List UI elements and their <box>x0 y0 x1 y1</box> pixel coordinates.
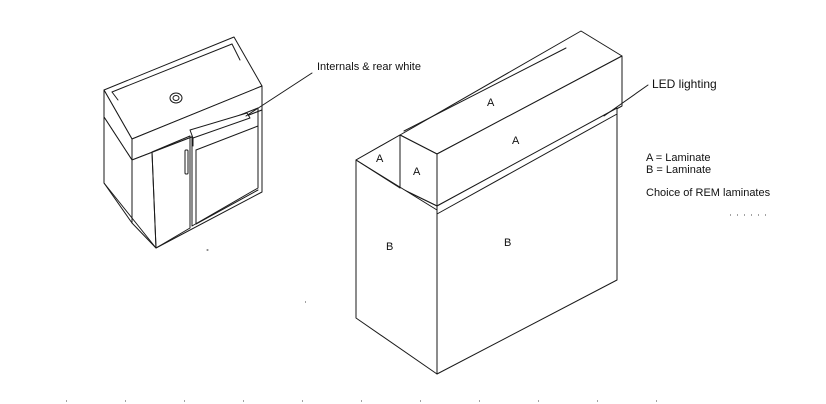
cable-grommet-icon <box>169 92 183 104</box>
legend-line-a: A = Laminate <box>646 152 711 164</box>
door-handle-icon <box>184 149 189 175</box>
internals-callout-label: Internals & rear white <box>317 61 421 73</box>
led-callout-leader <box>603 84 649 117</box>
legend-note: Choice of REM laminates <box>646 187 771 199</box>
panel-label-step-top: A <box>376 153 384 165</box>
panel-label-left-side: B <box>386 241 393 253</box>
large-unit-top-box-front <box>436 55 623 207</box>
small-desk-unit: Internals & rear white <box>103 36 421 251</box>
small-unit-top-inner-edge <box>111 43 233 93</box>
large-unit-top-inner-edge <box>403 47 567 132</box>
panel-label-top-front: A <box>512 135 520 147</box>
panel-label-step-front: A <box>413 166 421 178</box>
large-desk-unit: LED lighting A A A A B B <box>355 30 717 375</box>
keyboard-shelf <box>189 112 251 139</box>
panel-label-front-face: B <box>504 237 511 249</box>
legend-line-b: B = Laminate <box>646 164 711 176</box>
panel-label-top-back: A <box>487 97 495 109</box>
led-light-strip <box>436 107 618 215</box>
internals-callout-leader <box>245 72 313 117</box>
led-callout-label: LED lighting <box>652 77 717 91</box>
laminate-legend: A = Laminate B = Laminate Choice of REM … <box>646 152 771 199</box>
